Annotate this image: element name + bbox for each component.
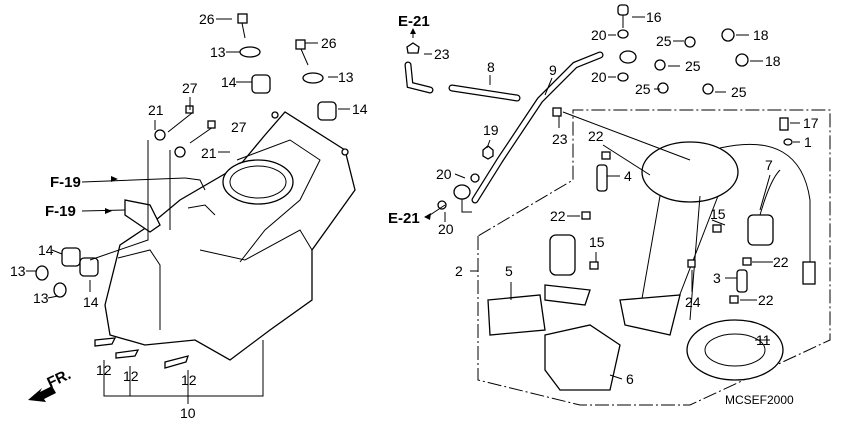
callout-8: 8	[487, 59, 495, 75]
callout-13: 13	[210, 44, 226, 60]
fuel-tank[interactable]	[104, 111, 356, 361]
callout-15: 15	[710, 206, 726, 222]
diagram-code: MCSEF2000	[725, 393, 794, 407]
callout-10: 10	[180, 405, 196, 421]
callout-27: 27	[182, 80, 198, 96]
callout-26: 26	[321, 35, 337, 51]
callout-22: 22	[773, 254, 789, 270]
callout-21: 21	[201, 145, 217, 161]
callout-2: 2	[455, 263, 463, 279]
front-direction-arrow: FR.	[28, 366, 74, 402]
callout-16: 16	[646, 9, 662, 25]
callout-20: 20	[591, 27, 607, 43]
callout-20: 20	[438, 221, 454, 237]
callout-27: 27	[231, 119, 247, 135]
callout-7: 7	[765, 157, 773, 173]
callout-12: 12	[96, 362, 112, 378]
callout-14: 14	[352, 101, 368, 117]
callout-19: 19	[483, 122, 499, 138]
callout-12: 12	[123, 368, 139, 384]
tank-fasteners	[35, 13, 349, 369]
callout-4: 4	[624, 168, 632, 184]
callout-21: 21	[148, 102, 164, 118]
callout-1: 1	[804, 134, 812, 150]
callout-13: 13	[10, 263, 26, 279]
callout-25: 25	[731, 84, 747, 100]
callout-11: 11	[756, 332, 771, 348]
callout-18: 18	[753, 27, 769, 43]
callout-13: 13	[338, 69, 354, 85]
callout-25: 25	[656, 33, 672, 49]
callout-20: 20	[436, 166, 452, 182]
pump-callouts: 23 8 9 16 20 20 25 25 25 25 18 18 19 23 …	[434, 9, 819, 387]
pump-fasteners	[406, 4, 793, 304]
callout-24: 24	[685, 294, 701, 310]
tank-callouts: 26 13 14 26 13 14 27 21 27 21 14 13 13 1…	[10, 11, 368, 421]
callout-9: 9	[549, 62, 557, 78]
callout-6: 6	[626, 371, 634, 387]
callout-26: 26	[199, 11, 215, 27]
callout-22: 22	[550, 208, 566, 224]
callout-23: 23	[434, 46, 450, 62]
front-direction-label: FR.	[45, 366, 74, 392]
callout-22: 22	[588, 128, 604, 144]
ref-e21-left[interactable]: E-21	[388, 210, 420, 227]
callout-23: 23	[552, 131, 568, 147]
callout-15: 15	[589, 234, 605, 250]
fuel-pump[interactable]	[487, 141, 816, 391]
assembly-boundary	[477, 109, 831, 406]
callout-13: 13	[33, 290, 49, 306]
callout-12: 12	[181, 372, 197, 388]
callout-3: 3	[713, 270, 721, 286]
callout-20: 20	[591, 69, 607, 85]
callout-5: 5	[505, 263, 513, 279]
ref-f19-hose[interactable]: F-19	[50, 174, 81, 191]
ref-f19-breather[interactable]: F-19	[45, 203, 76, 220]
callout-14: 14	[83, 294, 99, 310]
callout-22: 22	[758, 292, 774, 308]
callout-25: 25	[635, 81, 651, 97]
callout-17: 17	[803, 115, 819, 131]
callout-14: 14	[38, 242, 54, 258]
callout-18: 18	[765, 53, 781, 69]
callout-25: 25	[685, 58, 701, 74]
fuel-hoses[interactable]	[404, 50, 637, 213]
callout-14: 14	[221, 74, 237, 90]
ref-e21-top[interactable]: E-21	[398, 13, 430, 30]
